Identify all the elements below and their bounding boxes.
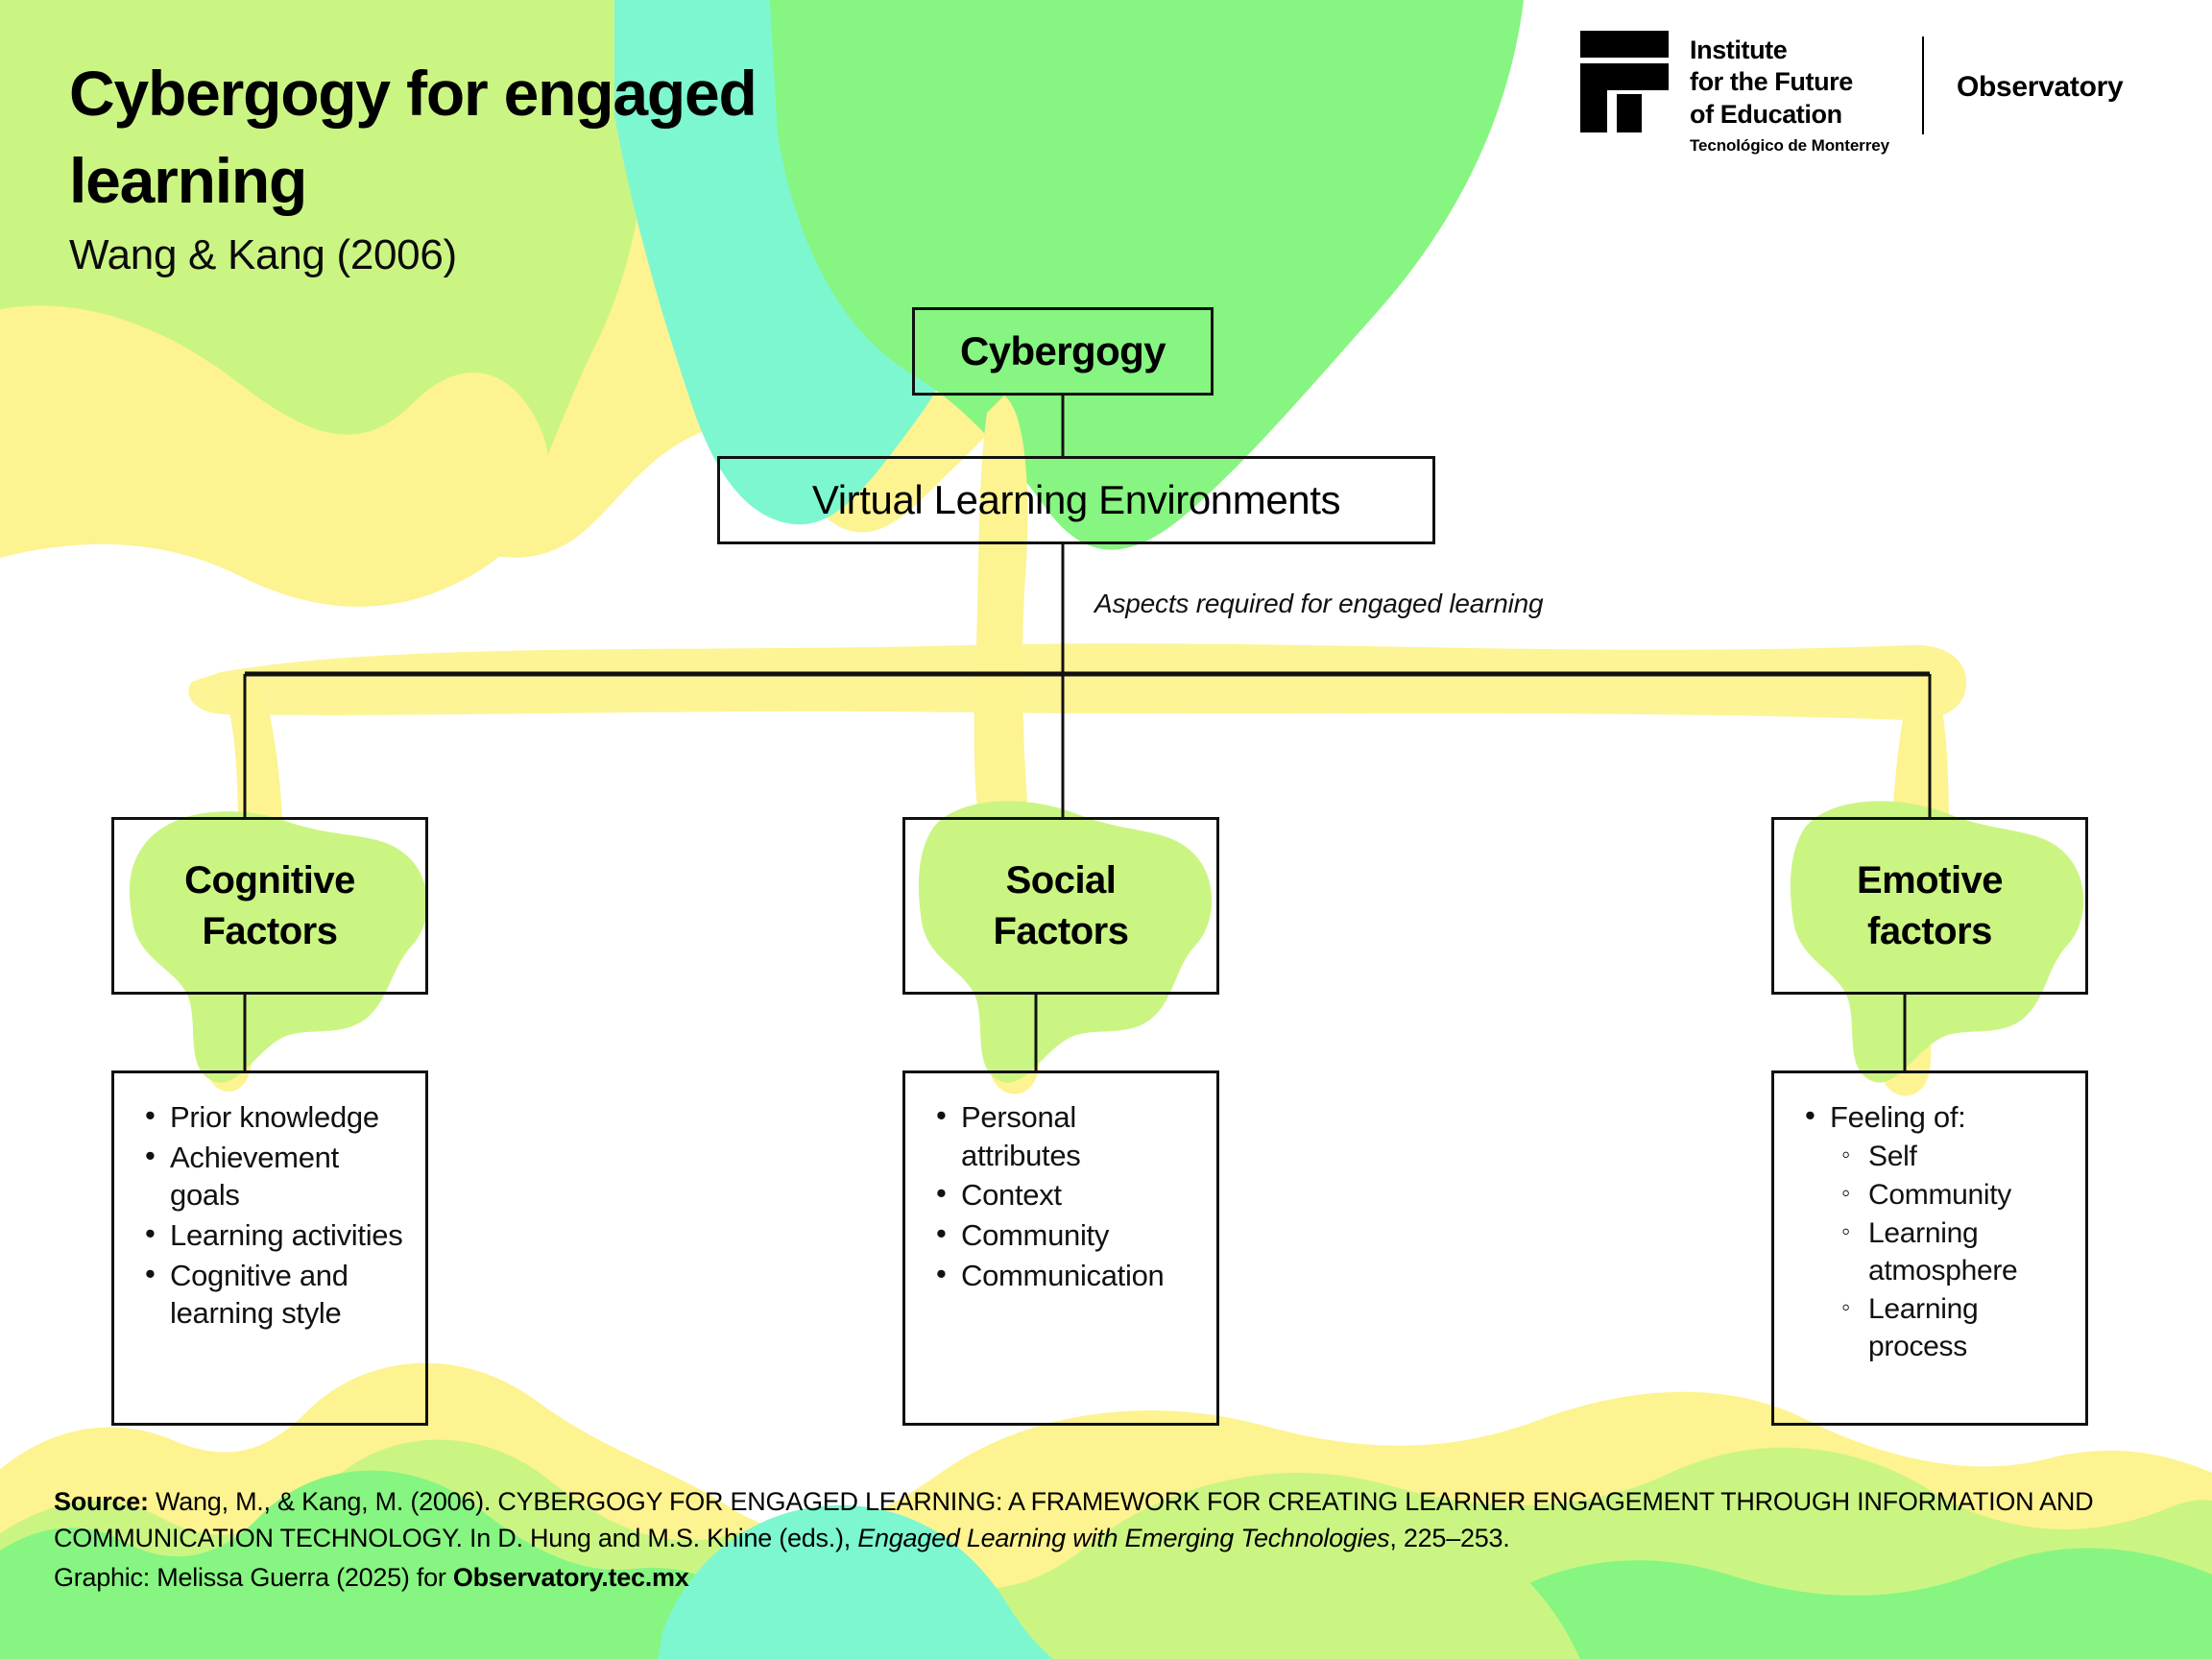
- source-text-part-1: Wang, M., & Kang, M. (2006). CYBERGOGY F…: [54, 1487, 2094, 1553]
- node-emotive-factors-line-1: Emotive: [1856, 858, 2004, 902]
- node-cybergogy-label: Cybergogy: [960, 328, 1166, 373]
- list-emotive-factors: Feeling of: Self Community Learning atmo…: [1771, 1070, 2088, 1426]
- page-subtitle: Wang & Kang (2006): [69, 231, 457, 279]
- blob-bottom-teal: [658, 1504, 1054, 1659]
- blob-top-green: [769, 0, 1524, 550]
- logo-observatory-label: Observatory: [1956, 71, 2124, 103]
- list-item: Community: [1795, 1177, 2068, 1214]
- ifes-f-mark-icon: [1580, 31, 1669, 132]
- highlight-social: [918, 801, 1213, 1083]
- page-title-line-2: learning: [69, 145, 307, 217]
- list-item: Learning atmosphere: [1795, 1215, 2068, 1289]
- blob-mid-yellow-band: [188, 643, 1967, 721]
- brand-logo: Institute for the Future of Education Te…: [1580, 31, 2124, 156]
- node-virtual-learning-environments: Virtual Learning Environments: [717, 456, 1435, 544]
- node-social-factors: Social Factors: [902, 817, 1219, 995]
- logo-line-3: of Education: [1690, 99, 1842, 129]
- list-cognitive-factors: Prior knowledge Achievement goals Learni…: [111, 1070, 428, 1426]
- logo-line-1: Institute: [1690, 36, 1788, 64]
- node-cognitive-factors-line-1: Cognitive: [184, 858, 355, 902]
- list-item: Prior knowledge: [135, 1096, 408, 1137]
- list-item: Communication: [926, 1255, 1199, 1295]
- edge-label-aspects-required: Aspects required for engaged learning: [1094, 589, 1544, 618]
- node-cognitive-factors-line-2: Factors: [202, 909, 338, 952]
- highlight-cognitive: [129, 811, 428, 1083]
- node-emotive-factors-label: Emotive factors: [1856, 855, 2004, 957]
- node-cybergogy: Cybergogy: [912, 307, 1214, 396]
- list-item: Self: [1795, 1139, 2068, 1175]
- list-item: Personal attributes: [926, 1096, 1199, 1174]
- blob-bottom-lime-2: [1128, 1497, 1580, 1659]
- node-social-factors-line-1: Social: [1005, 858, 1117, 902]
- list-social-factors: Personal attributes Context Community Co…: [902, 1070, 1219, 1426]
- node-social-factors-line-2: Factors: [993, 909, 1130, 952]
- graphic-credit: Graphic: Melissa Guerra (2025) for Obser…: [54, 1559, 2183, 1596]
- graphic-credit-text: Graphic: Melissa Guerra (2025) for: [54, 1562, 453, 1592]
- page-title-line-1: Cybergogy for engaged: [69, 58, 757, 129]
- highlight-emotive: [1790, 801, 2084, 1083]
- list-item: Community: [926, 1214, 1199, 1255]
- list-item: Learning activities: [135, 1214, 408, 1255]
- logo-wordmark: Institute for the Future of Education Te…: [1690, 31, 1889, 156]
- logo-tecnologico-line: Tecnológico de Monterrey: [1690, 136, 1889, 156]
- blob-left-yellow: [0, 305, 549, 607]
- logo-line-2: for the Future: [1690, 67, 1853, 97]
- source-label: Source:: [54, 1487, 149, 1516]
- source-citation: Source: Wang, M., & Kang, M. (2006). CYB…: [54, 1483, 2183, 1557]
- blob-top-teal: [614, 0, 957, 525]
- list-item: Context: [926, 1174, 1199, 1214]
- blob-bottom-green: [0, 1470, 809, 1659]
- graphic-credit-site: Observatory.tec.mx: [452, 1562, 689, 1592]
- node-cognitive-factors-label: Cognitive Factors: [184, 855, 355, 957]
- blob-stroke-center: [974, 396, 1030, 881]
- source-text-part-2: , 225–253.: [1389, 1524, 1510, 1553]
- source-footer: Source: Wang, M., & Kang, M. (2006). CYB…: [54, 1483, 2183, 1596]
- logo-divider: [1921, 36, 1924, 135]
- node-cognitive-factors: Cognitive Factors: [111, 817, 428, 995]
- node-emotive-factors: Emotive factors: [1771, 817, 2088, 995]
- blob-bottom-green-2: [1450, 1548, 2212, 1659]
- node-vle-label: Virtual Learning Environments: [811, 477, 1341, 522]
- list-item: Feeling of:: [1795, 1096, 2068, 1137]
- page-title-block: Cybergogy for engaged learning Wang & Ka…: [69, 50, 1173, 281]
- node-social-factors-label: Social Factors: [993, 855, 1130, 957]
- node-emotive-factors-line-2: factors: [1867, 909, 1992, 952]
- list-item: Learning process: [1795, 1291, 2068, 1365]
- list-item: Cognitive and learning style: [135, 1255, 408, 1333]
- source-book-title: Engaged Learning with Emerging Technolog…: [857, 1524, 1390, 1553]
- list-item: Achievement goals: [135, 1137, 408, 1214]
